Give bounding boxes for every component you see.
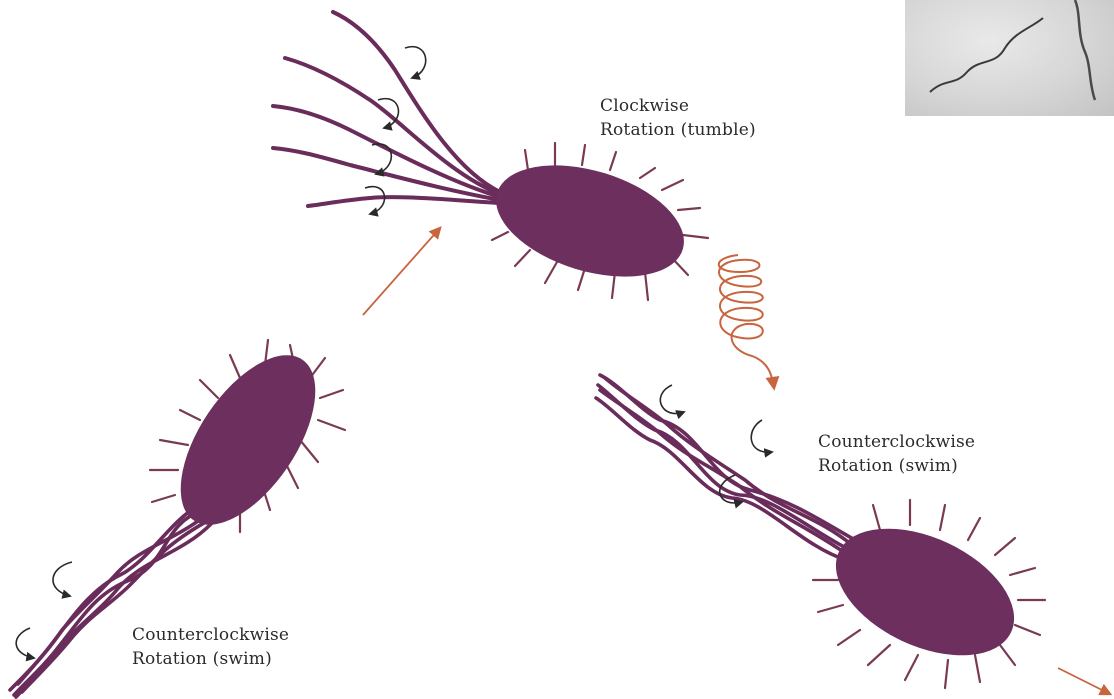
path-arrow-right <box>1058 668 1110 694</box>
bacterium-micrograph-image <box>905 0 1114 116</box>
label-line-2: Rotation (tumble) <box>600 118 756 142</box>
bacterium-swim-right <box>596 375 1045 688</box>
cell-body <box>816 503 1034 681</box>
flagella-bundle-twisted <box>596 375 855 560</box>
label-counterclockwise-swim-right: Counterclockwise Rotation (swim) <box>818 430 975 478</box>
label-counterclockwise-swim-left: Counterclockwise Rotation (swim) <box>132 623 289 671</box>
label-line-2: Rotation (swim) <box>818 454 975 478</box>
label-line-2: Rotation (swim) <box>132 647 289 671</box>
label-line-1: Clockwise <box>600 94 756 118</box>
path-arrow-up <box>363 228 440 315</box>
helical-path-arrow <box>719 255 774 388</box>
label-line-1: Counterclockwise <box>132 623 289 647</box>
bacterium-tumble <box>273 12 708 300</box>
cell-body <box>483 145 698 297</box>
flagella-bundle-splayed <box>273 12 500 206</box>
label-clockwise-tumble: Clockwise Rotation (tumble) <box>600 94 756 142</box>
micrograph-flagellum <box>905 0 1114 116</box>
label-line-1: Counterclockwise <box>818 430 975 454</box>
